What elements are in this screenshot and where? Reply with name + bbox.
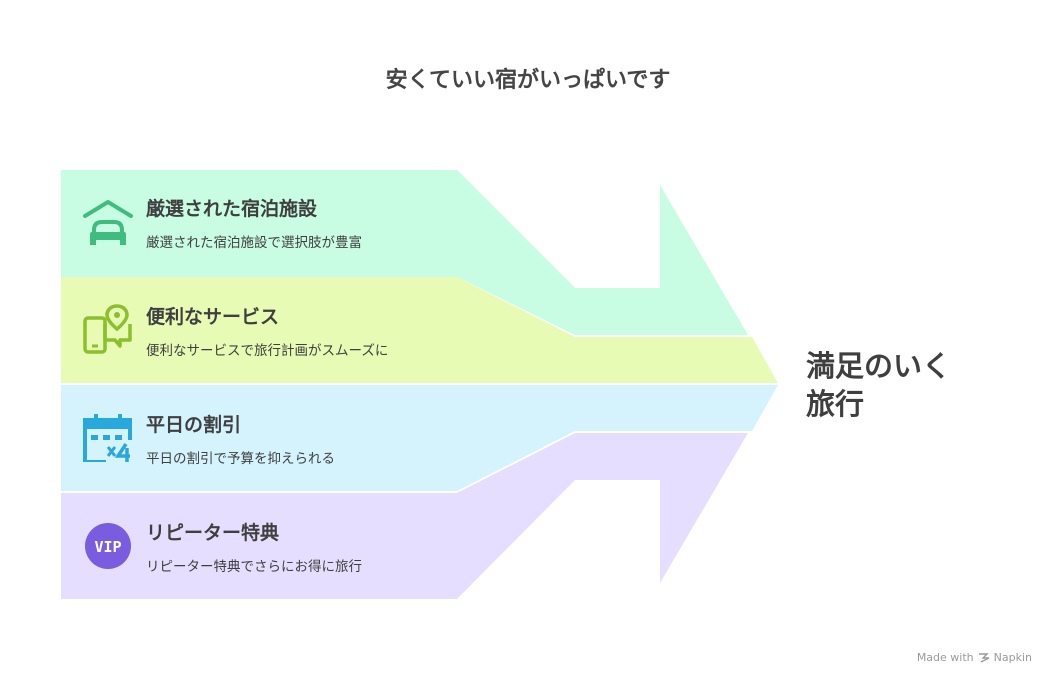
item-description: 便利なサービスで旅行計画がスムーズに [146,343,389,359]
result-line-2: 旅行 [806,387,865,421]
made-with-text: Made with [916,651,974,664]
item-heading: 便利なサービス [146,306,280,328]
calendar-discount-icon [82,410,134,464]
vip-badge-icon: VIP [82,518,134,570]
item-heading: 平日の割引 [146,414,242,436]
band-weekday [61,385,778,491]
item-description: 厳選された宿泊施設で選択肢が豊富 [146,235,362,251]
house-bed-icon [82,194,134,246]
vip-text: VIP [94,538,121,556]
band-service [61,277,778,383]
band-repeater [61,433,748,599]
item-heading: 厳選された宿泊施設 [146,198,318,220]
napkin-watermark: Made with Napkin [917,651,1032,664]
diagram-title: 安くていい宿がいっぱいです [385,68,671,93]
item-description: 平日の割引で予算を抑えられる [146,451,335,467]
band-accommodation [61,170,748,335]
item-description: リピーター特典でさらにお得に旅行 [146,559,362,575]
phone-location-icon [82,302,134,354]
result-line-1: 満足のいく [806,349,952,383]
napkin-logo-icon [978,652,989,663]
item-heading: リピーター特典 [146,522,280,544]
napkin-brand-text: Napkin [993,651,1032,664]
result-label: 満足のいく 旅行 [806,347,986,423]
